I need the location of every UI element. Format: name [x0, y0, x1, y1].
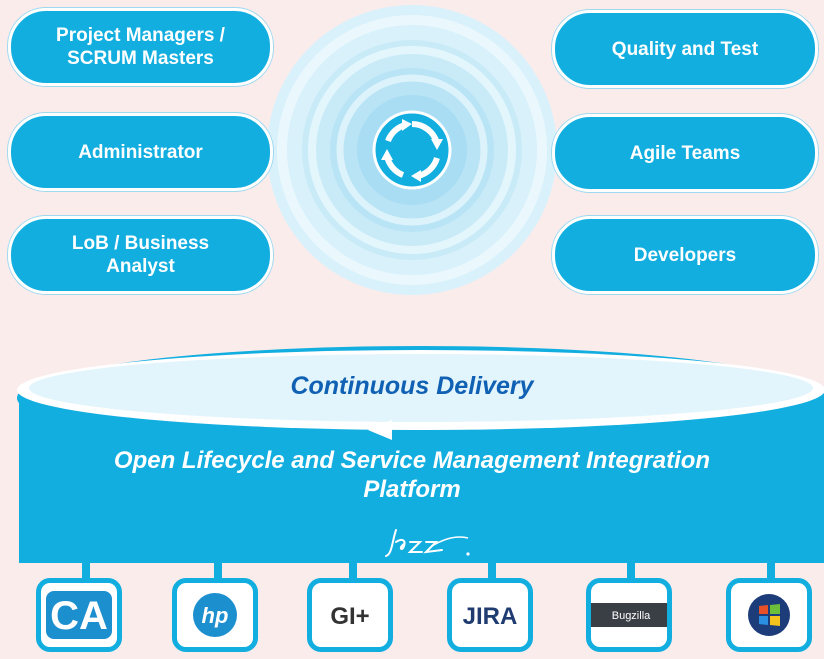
svg-text:CA: CA	[50, 594, 108, 638]
role-developers[interactable]: Developers	[552, 216, 818, 294]
role-project-managers-label: Project Managers / SCRUM Masters	[56, 25, 225, 69]
cycle-arrow-icon	[368, 420, 392, 440]
github-logo: GI+	[330, 603, 369, 630]
integration-bugzilla[interactable]: Bugzilla	[586, 578, 672, 652]
role-lob-analyst[interactable]: LoB / Business Analyst	[8, 216, 273, 294]
integration-windows[interactable]	[726, 578, 812, 652]
connector	[82, 563, 90, 581]
svg-text:hp: hp	[202, 603, 229, 628]
continuous-delivery-label: Continuous Delivery	[290, 372, 534, 400]
role-lob-analyst-label: LoB / Business Analyst	[71, 233, 210, 277]
role-administrator[interactable]: Administrator	[8, 113, 273, 191]
role-project-managers[interactable]: Project Managers / SCRUM Masters	[8, 8, 273, 86]
hp-logo: hp	[193, 593, 237, 637]
role-developers-label: Developers	[633, 244, 737, 266]
cycle-icon	[372, 110, 452, 190]
bugzilla-logo: Bugzilla	[591, 603, 667, 627]
connector	[488, 563, 496, 581]
connector	[214, 563, 222, 581]
role-quality-test[interactable]: Quality and Test	[552, 10, 818, 88]
integration-github[interactable]: GI+	[307, 578, 393, 652]
role-agile-teams-label: Agile Teams	[629, 142, 741, 164]
ca-logo: CA	[46, 591, 112, 639]
connector	[767, 563, 775, 581]
svg-text:JIRA: JIRA	[463, 603, 518, 630]
platform-title-text: Open Lifecycle and Service Management In…	[113, 447, 711, 503]
delivery-cycle-band	[17, 346, 824, 450]
role-agile-teams[interactable]: Agile Teams	[552, 114, 818, 192]
concentric-rings	[267, 5, 557, 295]
integration-hp[interactable]: hp	[172, 578, 258, 652]
svg-text:Bugzilla: Bugzilla	[612, 610, 651, 622]
svg-text:GI+: GI+	[330, 603, 369, 630]
role-quality-test-label: Quality and Test	[611, 38, 759, 60]
jira-logo: JIRA	[463, 603, 518, 630]
role-administrator-label: Administrator	[78, 141, 203, 163]
integration-ca[interactable]: CA	[36, 578, 122, 652]
platform-title: Open Lifecycle and Service Management In…	[0, 446, 824, 504]
connector	[627, 563, 635, 581]
connector	[349, 563, 357, 581]
windows-logo	[748, 594, 790, 636]
jazz-logo	[385, 529, 470, 557]
integration-jira[interactable]: JIRA	[447, 578, 533, 652]
